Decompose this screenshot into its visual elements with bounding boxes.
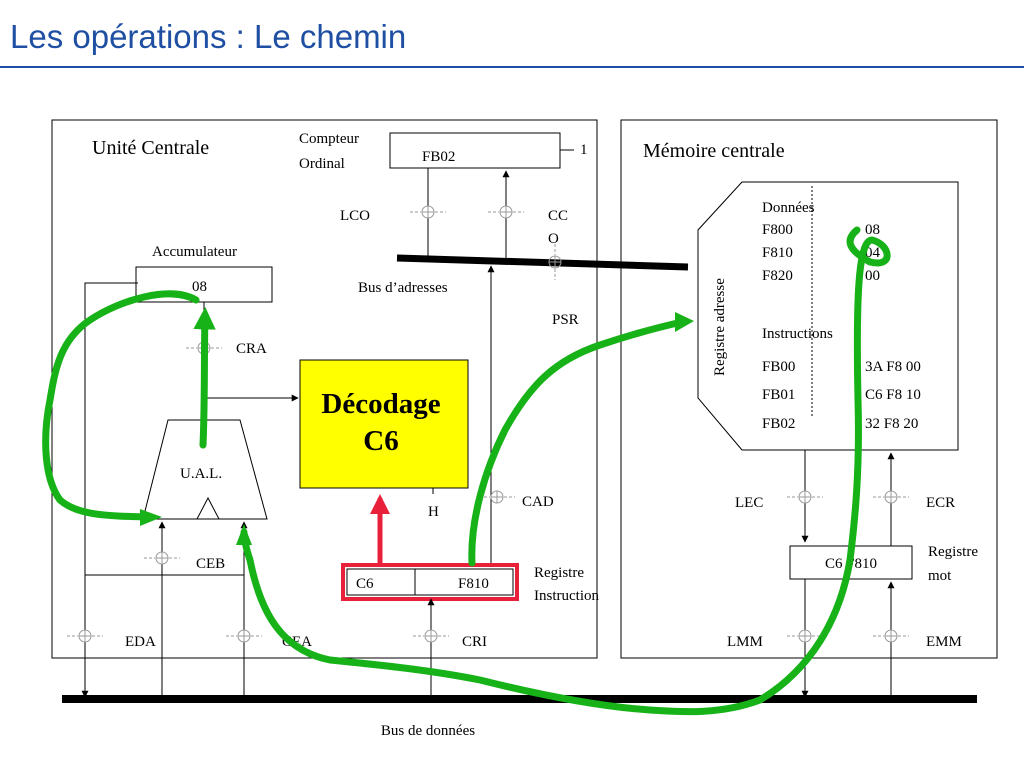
green-arrowhead-alu (140, 509, 162, 526)
instr-row-fb00-val: 3A F8 00 (865, 359, 921, 375)
cco-label-line2: O (548, 231, 559, 247)
instructions-heading: Instructions (762, 326, 833, 342)
decoder-label-line2: C6 (363, 425, 398, 457)
green-data-path (42, 226, 891, 716)
green-arrowhead-alu-bottom (236, 524, 252, 545)
lec-switch-icon[interactable] (786, 490, 824, 504)
instr-row-fb02-addr: FB02 (762, 416, 795, 432)
program-counter (389, 132, 561, 169)
lco-label: LCO (340, 208, 370, 224)
data-row-f820-addr: F820 (762, 268, 793, 284)
instruction-register (346, 568, 514, 596)
emm-label: EMM (926, 634, 962, 650)
instruction-register-label-line2: Instruction (534, 588, 599, 604)
alu-flag-triangle (196, 496, 220, 520)
program-counter-value: FB02 (422, 149, 455, 165)
accumulator-value: 08 (192, 279, 207, 295)
address-register-label: Registre adresse (712, 278, 728, 376)
data-row-f810-val: 04 (865, 245, 881, 261)
h-label: H (428, 504, 439, 520)
address-bus (396, 254, 689, 271)
lec-label: LEC (735, 495, 763, 511)
ceb-switch-icon[interactable] (143, 551, 181, 565)
word-register-label-line1: Registre (928, 544, 978, 560)
increment-label: 1 (580, 142, 588, 158)
instr-row-fb00-addr: FB00 (762, 359, 795, 375)
eda-switch-icon[interactable] (66, 629, 104, 643)
green-arrowhead-address (675, 312, 694, 332)
instr-row-fb01-val: C6 F8 10 (865, 387, 921, 403)
instruction-register-opcode: C6 (356, 576, 374, 592)
accumulator-feedback-wire (84, 282, 244, 576)
cea-switch-icon[interactable] (225, 629, 263, 643)
cri-label: CRI (462, 634, 487, 650)
lco-switch-icon[interactable] (409, 205, 447, 219)
cri-switch-icon[interactable] (412, 629, 450, 643)
alu (142, 419, 268, 520)
cra-label: CRA (236, 341, 267, 357)
psr-switch-icon[interactable] (548, 243, 562, 281)
cco-switch-icon[interactable] (487, 205, 525, 219)
data-bus-label: Bus de données (381, 723, 475, 739)
title-rule (0, 66, 1024, 68)
slide-title: Les opérations : Le chemin (10, 18, 407, 55)
instr-row-fb01-addr: FB01 (762, 387, 795, 403)
address-bus-label: Bus d’adresses (358, 280, 448, 296)
green-path-ri-to-address (468, 318, 686, 567)
instruction-register-address: F810 (458, 576, 489, 592)
data-row-f800-addr: F800 (762, 222, 793, 238)
data-row-f810-addr: F810 (762, 245, 793, 261)
green-path-loop-accumulator (42, 290, 200, 521)
cad-label: CAD (522, 494, 554, 510)
green-path-memory-to-alu (240, 226, 891, 716)
eda-label: EDA (125, 634, 156, 650)
co-label-line1: Compteur (299, 131, 359, 147)
data-heading: Données (762, 200, 815, 216)
emm-switch-icon[interactable] (872, 629, 910, 643)
word-register-label-line2: mot (928, 568, 952, 584)
cco-label-line1: CC (548, 208, 568, 224)
ecr-switch-icon[interactable] (872, 490, 910, 504)
accumulator-label: Accumulateur (152, 244, 237, 260)
decoder-box (299, 359, 469, 489)
data-row-f820-val: 00 (865, 268, 880, 284)
ecr-label: ECR (926, 495, 955, 511)
lmm-label: LMM (727, 634, 763, 650)
co-label-line2: Ordinal (299, 156, 345, 172)
memory-array (697, 181, 959, 451)
psr-label: PSR (552, 312, 579, 328)
cpu-label: Unité Centrale (92, 137, 209, 159)
ceb-label: CEB (196, 556, 225, 572)
green-path-alu-to-accumulator (193, 307, 216, 449)
data-row-f800-val: 08 (865, 222, 880, 238)
memory-label: Mémoire centrale (643, 140, 785, 162)
instr-row-fb02-val: 32 F8 20 (865, 416, 918, 432)
decoder-label-line1: Décodage (321, 388, 440, 420)
alu-label: U.A.L. (180, 466, 222, 482)
instruction-register-label-line1: Registre (534, 565, 584, 581)
